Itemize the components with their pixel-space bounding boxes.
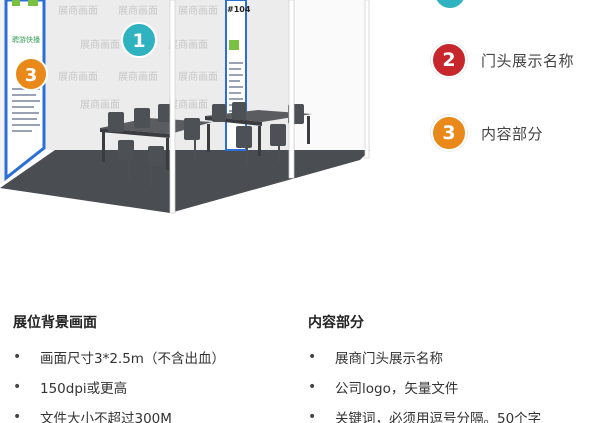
watermark: 展商画面 [58,4,98,17]
list-item-text: 画面尺寸3*2.5m（不含出血） [40,351,225,367]
right-panel-logo-icon [229,40,239,50]
spec-list: • 画面尺寸3*2.5m（不含出血） • 150dpi或更高 • 文件大小不超过300… [13,342,225,423]
watermark: 展商画面 [178,4,218,17]
legend-number-badge: 2 [431,42,467,78]
bullet-icon: • [308,379,317,395]
list-item: • 关键词，必须用逗号分隔。50个字 [308,402,541,423]
spec-title: 展位背景画面 [13,315,97,331]
left-panel-logo-icon [28,0,38,6]
list-item: • 画面尺寸3*2.5m（不含出血） [13,342,225,372]
list-item-text: 文件大小不超过300M [40,411,172,423]
list-item-text: 展商门头展示名称 [335,351,443,367]
bullet-icon: • [13,349,22,365]
legend-label: 门头展示名称 [481,51,575,70]
booth-number: #104 [227,5,251,14]
watermark: 展商画面 [58,70,98,83]
wall-watermarks: 展商画面 展商画面 展商画面 展商画面 展商画面 展商画面 展商画面 展商画面 … [58,4,218,111]
bullet-icon: • [13,409,22,423]
booth-pole [169,0,176,214]
watermark: 展商画面 [118,70,158,83]
left-panel-logo-icon [12,0,20,6]
marker-3: 3 [14,57,48,91]
spec-section-background: 展位背景画面 • 画面尺寸3*2.5m（不含出血） • 150dpi或更高 • 文件大… [13,312,225,423]
booth-pole [364,0,370,159]
bullet-icon: • [308,349,317,365]
list-item-text: 关键词，必须用逗号分隔。50个字 [335,411,542,423]
watermark: 展商画面 [118,4,158,17]
booth-floor [0,150,370,213]
watermark: 展商画面 [178,70,218,83]
marker-1: 1 [121,22,157,58]
booth-illustration: 展商画面 展商画面 展商画面 展商画面 展商画面 展商画面 展商画面 展商画面 … [0,0,380,215]
spec-section-content: 内容部分 • 展商门头展示名称 • 公司logo，矢量文件 • 关键词，必须用逗号分隔… [308,312,541,423]
legend-marker-partial [433,0,467,10]
bullet-icon: • [13,379,22,395]
watermark: 展商画面 [80,38,120,51]
list-item: • 展商门头展示名称 [308,342,541,372]
list-item: • 公司logo，矢量文件 [308,372,541,402]
watermark: 展商画面 [168,38,208,51]
legend-number-badge: 3 [431,115,467,151]
watermark: 展商画面 [168,98,208,111]
spec-list: • 展商门头展示名称 • 公司logo，矢量文件 • 关键词，必须用逗号分隔。50个字 [308,342,541,423]
watermark: 展商画面 [80,98,120,111]
legend-item-content: 3 内容部分 [431,115,543,151]
bullet-icon: • [308,409,317,423]
marker-number: 3 [25,65,38,86]
chairs [108,102,304,186]
list-item: • 150dpi或更高 [13,372,225,402]
list-item-text: 公司logo，矢量文件 [335,381,459,397]
legend-item-storefront-name: 2 门头展示名称 [431,42,574,78]
spec-title: 内容部分 [308,315,364,331]
company-badge-text: 聘游快播 [12,35,40,44]
list-item: • 文件大小不超过300M [13,402,225,423]
marker-number: 1 [132,30,145,52]
list-item-text: 150dpi或更高 [40,381,128,397]
booth-drawing: 展商画面 展商画面 展商画面 展商画面 展商画面 展商画面 展商画面 展商画面 … [0,0,370,214]
legend-label: 内容部分 [481,124,544,143]
booth-pole [288,0,295,179]
